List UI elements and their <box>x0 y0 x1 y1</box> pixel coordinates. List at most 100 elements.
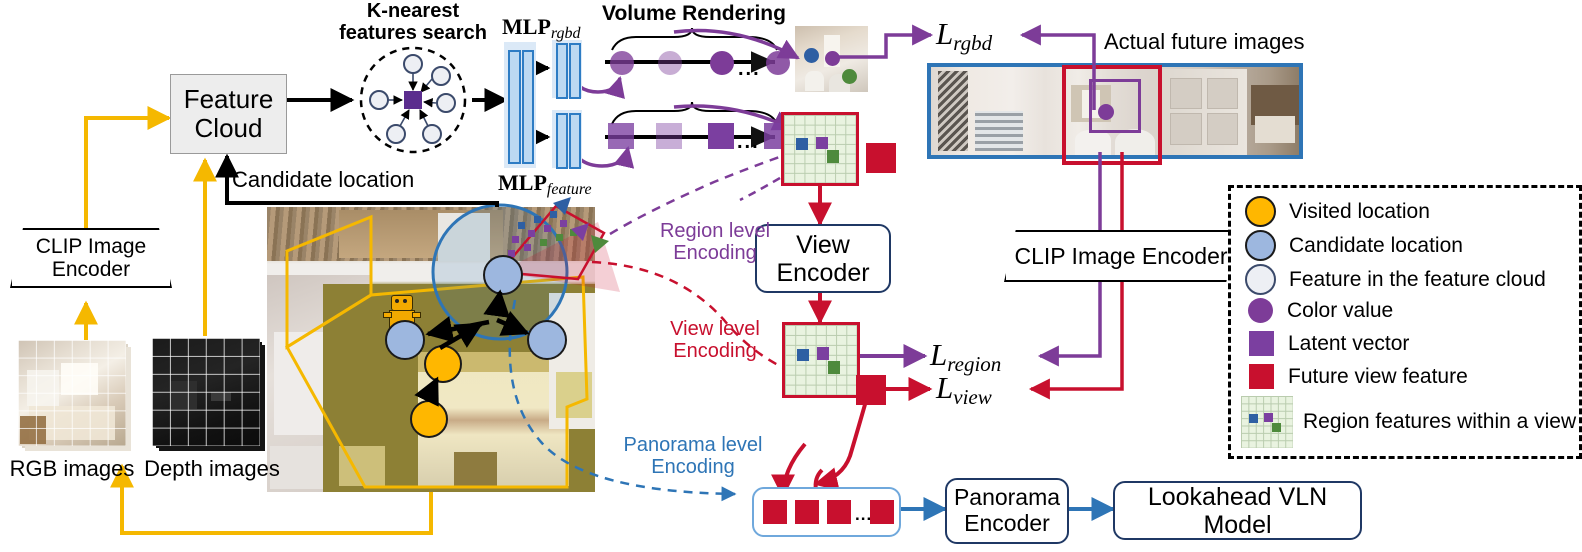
loss-view-label: Lview <box>936 370 992 410</box>
panorama-token <box>795 500 819 524</box>
region-sample-dots <box>500 208 620 288</box>
legend-item-visited-location: Visited location <box>1245 196 1430 227</box>
clip-image-encoder-right[interactable]: CLIP Image Encoder <box>1004 230 1238 282</box>
region-green-cell <box>828 361 841 374</box>
loss-rgbd-label: Lrgbd <box>936 16 992 56</box>
panorama-token <box>763 500 787 524</box>
future-region-crop-box <box>1089 79 1142 133</box>
frustum-arrow-markers <box>545 195 615 265</box>
future-view-feature-square-bottom <box>856 375 886 405</box>
panorama-token-ellipsis: ... <box>855 505 873 524</box>
legend-item-feature-cloud-point: Feature in the feature cloud <box>1245 264 1546 295</box>
candidate-location-node <box>483 255 523 295</box>
green-sample-dot <box>842 69 857 84</box>
color-value-icon <box>1248 298 1273 323</box>
legend-item-color-value: Color value <box>1248 298 1393 323</box>
feature-sample-sequence: ... <box>600 119 790 157</box>
candidate-location-icon <box>1245 230 1276 261</box>
region-feature-patch-bottom <box>782 322 860 398</box>
visited-location-node <box>410 400 448 438</box>
actual-future-images-panorama <box>927 63 1303 165</box>
legend-label: Candidate location <box>1289 233 1463 257</box>
rendered-view-thumbnail <box>795 26 868 92</box>
region-green-cell <box>1272 423 1282 433</box>
clip-encoder-right-label: CLIP Image Encoder <box>1014 242 1228 269</box>
region-purple-cell <box>1263 412 1273 422</box>
volume-rendering-title: Volume Rendering <box>602 2 786 25</box>
view-level-encoding-label: View level Encoding <box>670 318 760 363</box>
mlp-rgbd-text: MLP <box>502 14 551 39</box>
loss-region-subscript: region <box>947 352 1002 376</box>
clip-encoder-left-label: CLIP Image Encoder <box>35 234 147 281</box>
knn-title: K-nearest features search <box>339 0 487 45</box>
region-blue-cell <box>1249 413 1259 424</box>
legend-item-future-view-feature: Future view feature <box>1249 364 1468 389</box>
loss-region-label: Lregion <box>930 337 1001 377</box>
lookahead-vln-model-box[interactable]: Lookahead VLN Model <box>1113 481 1362 540</box>
color-value-sample <box>710 51 734 75</box>
panorama-encoder-box[interactable]: Panorama Encoder <box>945 478 1069 544</box>
color-value-sample <box>610 51 634 75</box>
region-green-cell <box>827 150 840 163</box>
visited-location-node <box>424 345 462 383</box>
latent-vector-icon <box>1249 331 1274 356</box>
legend-label: Latent vector <box>1288 331 1410 355</box>
region-purple-cell <box>815 136 828 149</box>
rgbd-sequence-ellipsis: ... <box>738 58 761 80</box>
panorama-token <box>827 500 851 524</box>
mlp-feature-subscript: feature <box>546 181 592 198</box>
rgbd-sample-sequence: ... <box>600 44 790 82</box>
legend-item-region-features: Region features within a view <box>1241 396 1576 448</box>
color-value-dot <box>1098 104 1114 120</box>
future-view-feature-square-top <box>866 143 896 173</box>
mlp-rgbd-label: MLPrgbd <box>502 14 581 43</box>
loss-region-symbol: L <box>930 337 948 372</box>
future-view-feature-icon <box>1249 364 1274 389</box>
legend-label: Visited location <box>1289 199 1430 223</box>
clip-image-encoder-left[interactable]: CLIP Image Encoder <box>10 228 172 288</box>
mlp-feature-label: MLPfeature <box>498 170 592 199</box>
candidate-location-node <box>527 320 567 360</box>
legend-label: Color value <box>1287 298 1394 322</box>
mlp-shared-trunk <box>504 42 536 168</box>
rgb-images-thumbnail <box>18 340 126 446</box>
feature-cloud-box[interactable]: Feature Cloud <box>170 74 287 154</box>
mlp-rgbd-head <box>552 40 582 99</box>
latent-vector-sample <box>608 123 634 149</box>
region-blue-cell <box>796 348 809 362</box>
loss-rgbd-symbol: L <box>936 16 954 51</box>
legend-label: Future view feature <box>1288 364 1468 388</box>
feature-sequence-ellipsis: ... <box>737 131 760 153</box>
blue-sample-dot <box>804 48 819 63</box>
color-value-sample <box>658 51 682 75</box>
region-features-patch-icon <box>1241 396 1293 448</box>
region-feature-patch-top <box>781 112 859 186</box>
region-blue-cell <box>795 138 808 151</box>
knn-search-cluster <box>358 46 468 154</box>
legend-panel: Visited location Candidate location Feat… <box>1228 185 1582 459</box>
panorama-level-encoding-label: Panorama level Encoding <box>623 434 763 479</box>
lookahead-model-label: Lookahead VLN Model <box>1147 482 1328 539</box>
actual-future-images-label: Actual future images <box>1104 29 1305 54</box>
feature-point-icon <box>1245 264 1276 295</box>
latent-vector-sample <box>708 123 734 149</box>
loss-view-subscript: view <box>953 385 992 409</box>
region-purple-cell <box>816 347 829 360</box>
feature-cloud-label: Feature Cloud <box>183 83 274 143</box>
visited-location-icon <box>1245 196 1276 227</box>
mlp-feature-text: MLP <box>498 170 547 195</box>
candidate-location-label: Candidate location <box>232 167 415 192</box>
depth-images-label: Depth images <box>144 456 280 481</box>
view-encoder-box[interactable]: View Encoder <box>755 224 891 293</box>
mlp-feature-head <box>552 110 582 169</box>
panorama-token <box>870 500 894 524</box>
rgb-images-label: RGB images <box>9 456 135 481</box>
region-level-encoding-label: Region level Encoding <box>659 220 771 265</box>
depth-images-thumbnail <box>152 338 260 446</box>
legend-label: Region features within a view <box>1303 410 1577 433</box>
loss-rgbd-subscript: rgbd <box>953 31 993 55</box>
candidate-location-node <box>385 320 425 360</box>
legend-item-latent-vector: Latent vector <box>1249 331 1409 356</box>
view-encoder-label: View Encoder <box>776 230 870 287</box>
